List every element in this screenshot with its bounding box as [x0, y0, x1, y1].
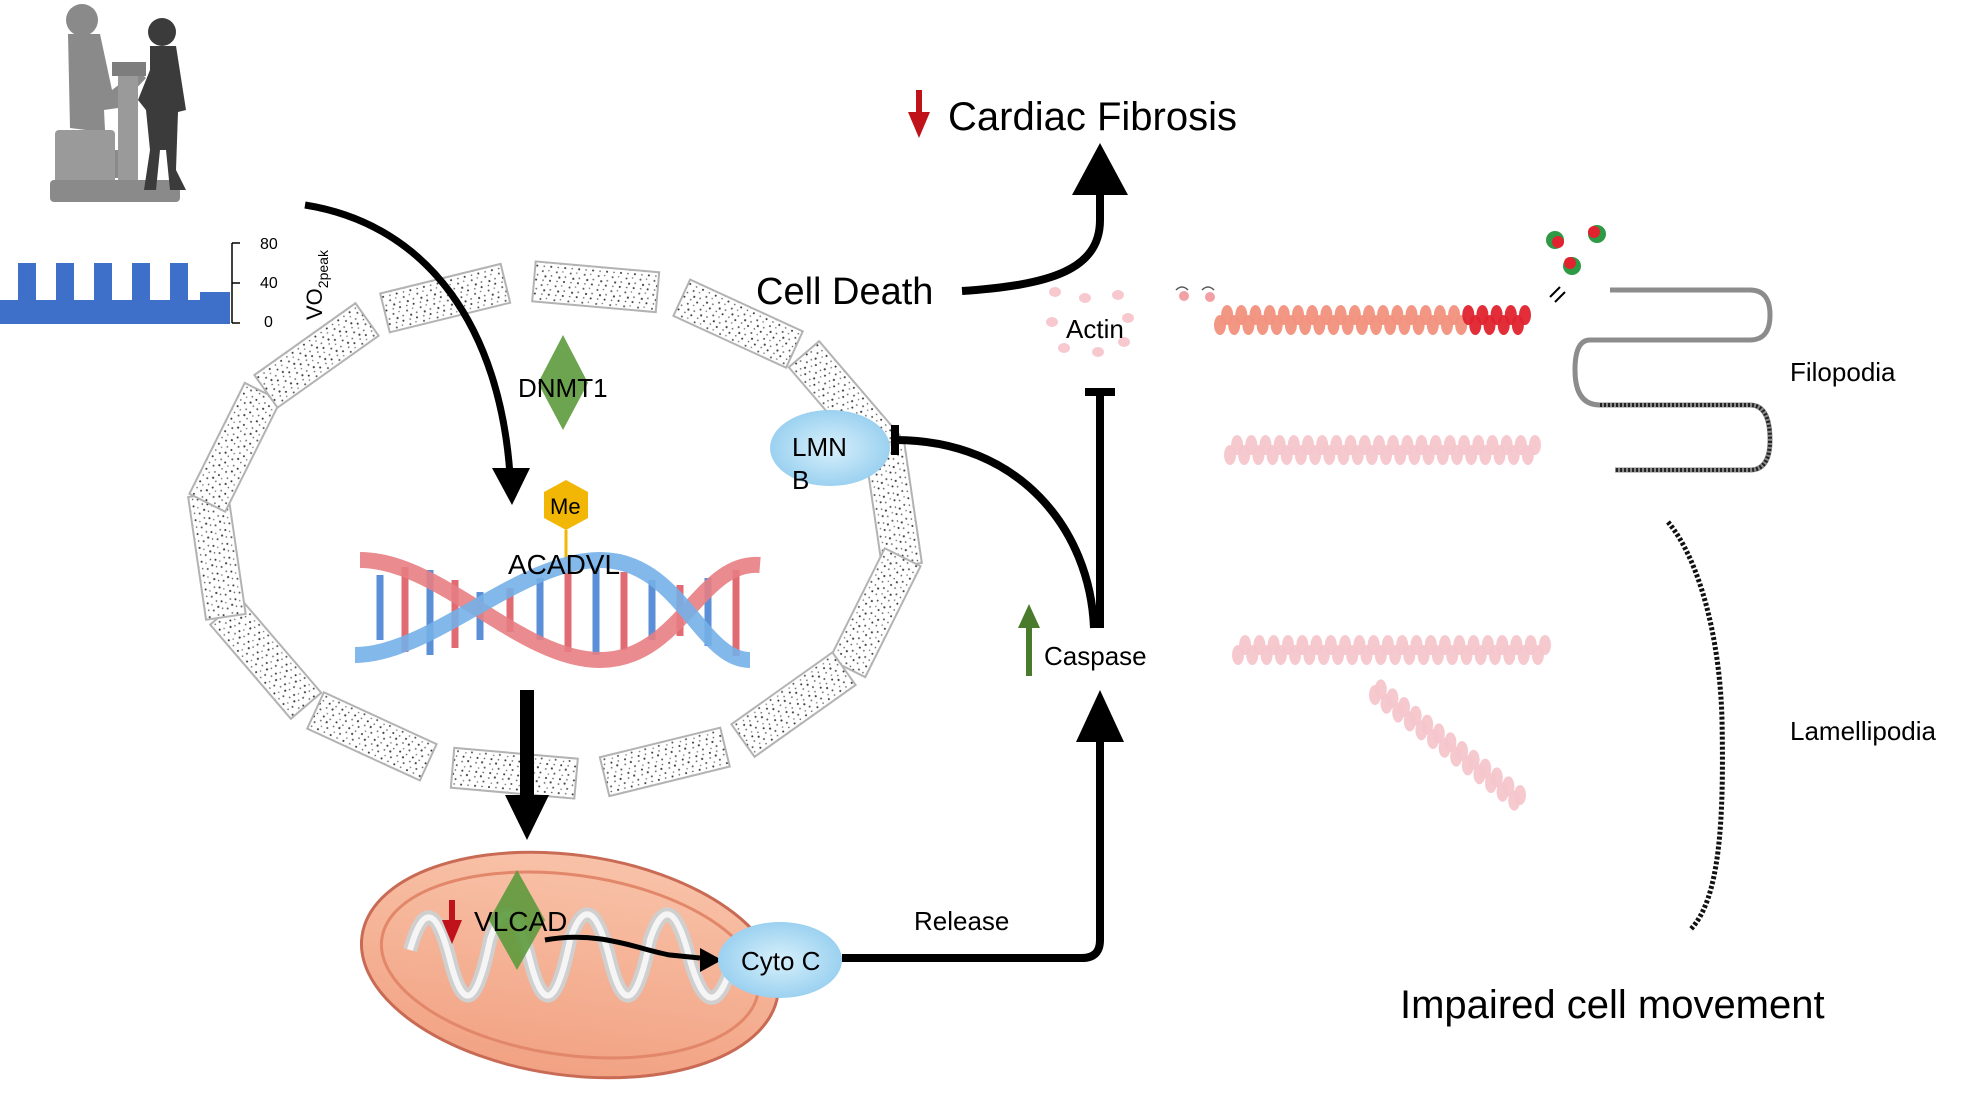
actin-filaments: [1214, 305, 1551, 811]
lamellipodia-membrane: [1666, 520, 1725, 932]
actin-subunit: [1432, 723, 1445, 744]
envelope-segment: [531, 260, 661, 314]
release-label: Release: [914, 906, 1009, 936]
svg-text:VO2peak: VO2peak: [302, 249, 331, 320]
arrow-release-to-caspase: [842, 740, 1104, 962]
actin-subunit: [1386, 688, 1399, 709]
vo2-bar: [94, 263, 112, 323]
arrow-vlcad-to-cytoc: [544, 934, 701, 961]
dnmt1-label: DNMT1: [518, 373, 608, 403]
tick-label-0: 0: [264, 314, 273, 331]
vo2-step: [215, 308, 230, 324]
up-arrow-icon: [1018, 604, 1040, 676]
envelope-segment: [598, 726, 731, 798]
inhibit-caspase-to-lmnb: [894, 436, 1098, 629]
exercise-people-silhouette: [50, 4, 186, 202]
vo2-axis-label-o: O: [302, 288, 327, 305]
actin-subunit: [1444, 732, 1457, 753]
lmnb-label-line1: LMN: [792, 432, 847, 462]
dna-helix: [354, 551, 761, 669]
actin-subunit: [1479, 758, 1492, 779]
cytoc-label: Cyto C: [741, 946, 820, 976]
envelope-segment: [379, 262, 512, 334]
actin-subunit: [1467, 749, 1480, 770]
actin-subunit: [1456, 741, 1468, 761]
actin-subunit: [1514, 785, 1526, 805]
arrow-celldeath-to-fibrosis: [961, 190, 1104, 295]
vo2-bar: [170, 263, 188, 323]
actin-subunit: [1398, 697, 1410, 717]
envelope-segment: [828, 546, 922, 679]
actin-subunit: [1421, 714, 1434, 735]
actin-subunit: [1374, 679, 1387, 700]
vo2-axis-label-sub: 2peak: [315, 249, 331, 288]
cytoc-ellipse: [718, 922, 842, 998]
filopodia-membrane: [1572, 287, 1773, 473]
envelope-segment: [187, 490, 247, 621]
envelope-segment: [449, 746, 579, 800]
actin-subunit: [1409, 705, 1422, 726]
lmnb-label-line2: B: [792, 465, 809, 495]
vo2-bar: [56, 263, 74, 323]
actin-subunit: [1529, 435, 1541, 455]
actin-subunit: [1519, 305, 1531, 325]
actin-subunit: [1539, 635, 1551, 655]
cell-death-label: Cell Death: [756, 271, 933, 313]
envelope-segment: [188, 381, 282, 514]
tick-label-80: 80: [260, 236, 278, 253]
cardiac-fibrosis-title: Cardiac Fibrosis: [948, 95, 1237, 139]
envelope-segment: [672, 278, 805, 370]
actin-dots: [1046, 287, 1134, 357]
lamellipodia-label: Lamellipodia: [1790, 716, 1937, 746]
vlcad-diamond: [489, 870, 545, 970]
actin-label: Actin: [1066, 314, 1124, 344]
impaired-movement-caption: Impaired cell movement: [1400, 983, 1825, 1027]
down-arrow-icon: [908, 90, 930, 138]
vo2-bar: [18, 263, 36, 323]
mitochondrion: [359, 850, 781, 1080]
gene-label: ACADVL: [508, 549, 620, 580]
actin-subunit: [1490, 767, 1503, 788]
envelope-segment: [305, 690, 438, 782]
filopodia-label: Filopodia: [1790, 357, 1896, 387]
actin-monomers: [1175, 225, 1606, 303]
actin-subunit: [1502, 776, 1515, 797]
tick-label-40: 40: [260, 275, 278, 292]
nuclear-envelope: [187, 260, 923, 800]
envelope-segment: [252, 301, 381, 410]
vo2peak-chart: 80 40 0 VO2peak: [0, 236, 331, 331]
vo2-axis-label-v: V: [302, 305, 327, 320]
dnmt1-diamond: [538, 335, 588, 430]
down-arrow-icon: [442, 900, 462, 944]
envelope-segment: [729, 650, 858, 759]
caspase-label: Caspase: [1044, 641, 1147, 671]
vo2-base-block: [0, 300, 230, 324]
methyl-hexagon: [544, 480, 588, 530]
arrow-exercise-to-gene: [304, 201, 514, 476]
lmnb-ellipse: [770, 410, 890, 486]
vlcad-label: VLCAD: [474, 906, 567, 937]
vo2-bar: [132, 263, 150, 323]
me-label: Me: [550, 494, 581, 519]
